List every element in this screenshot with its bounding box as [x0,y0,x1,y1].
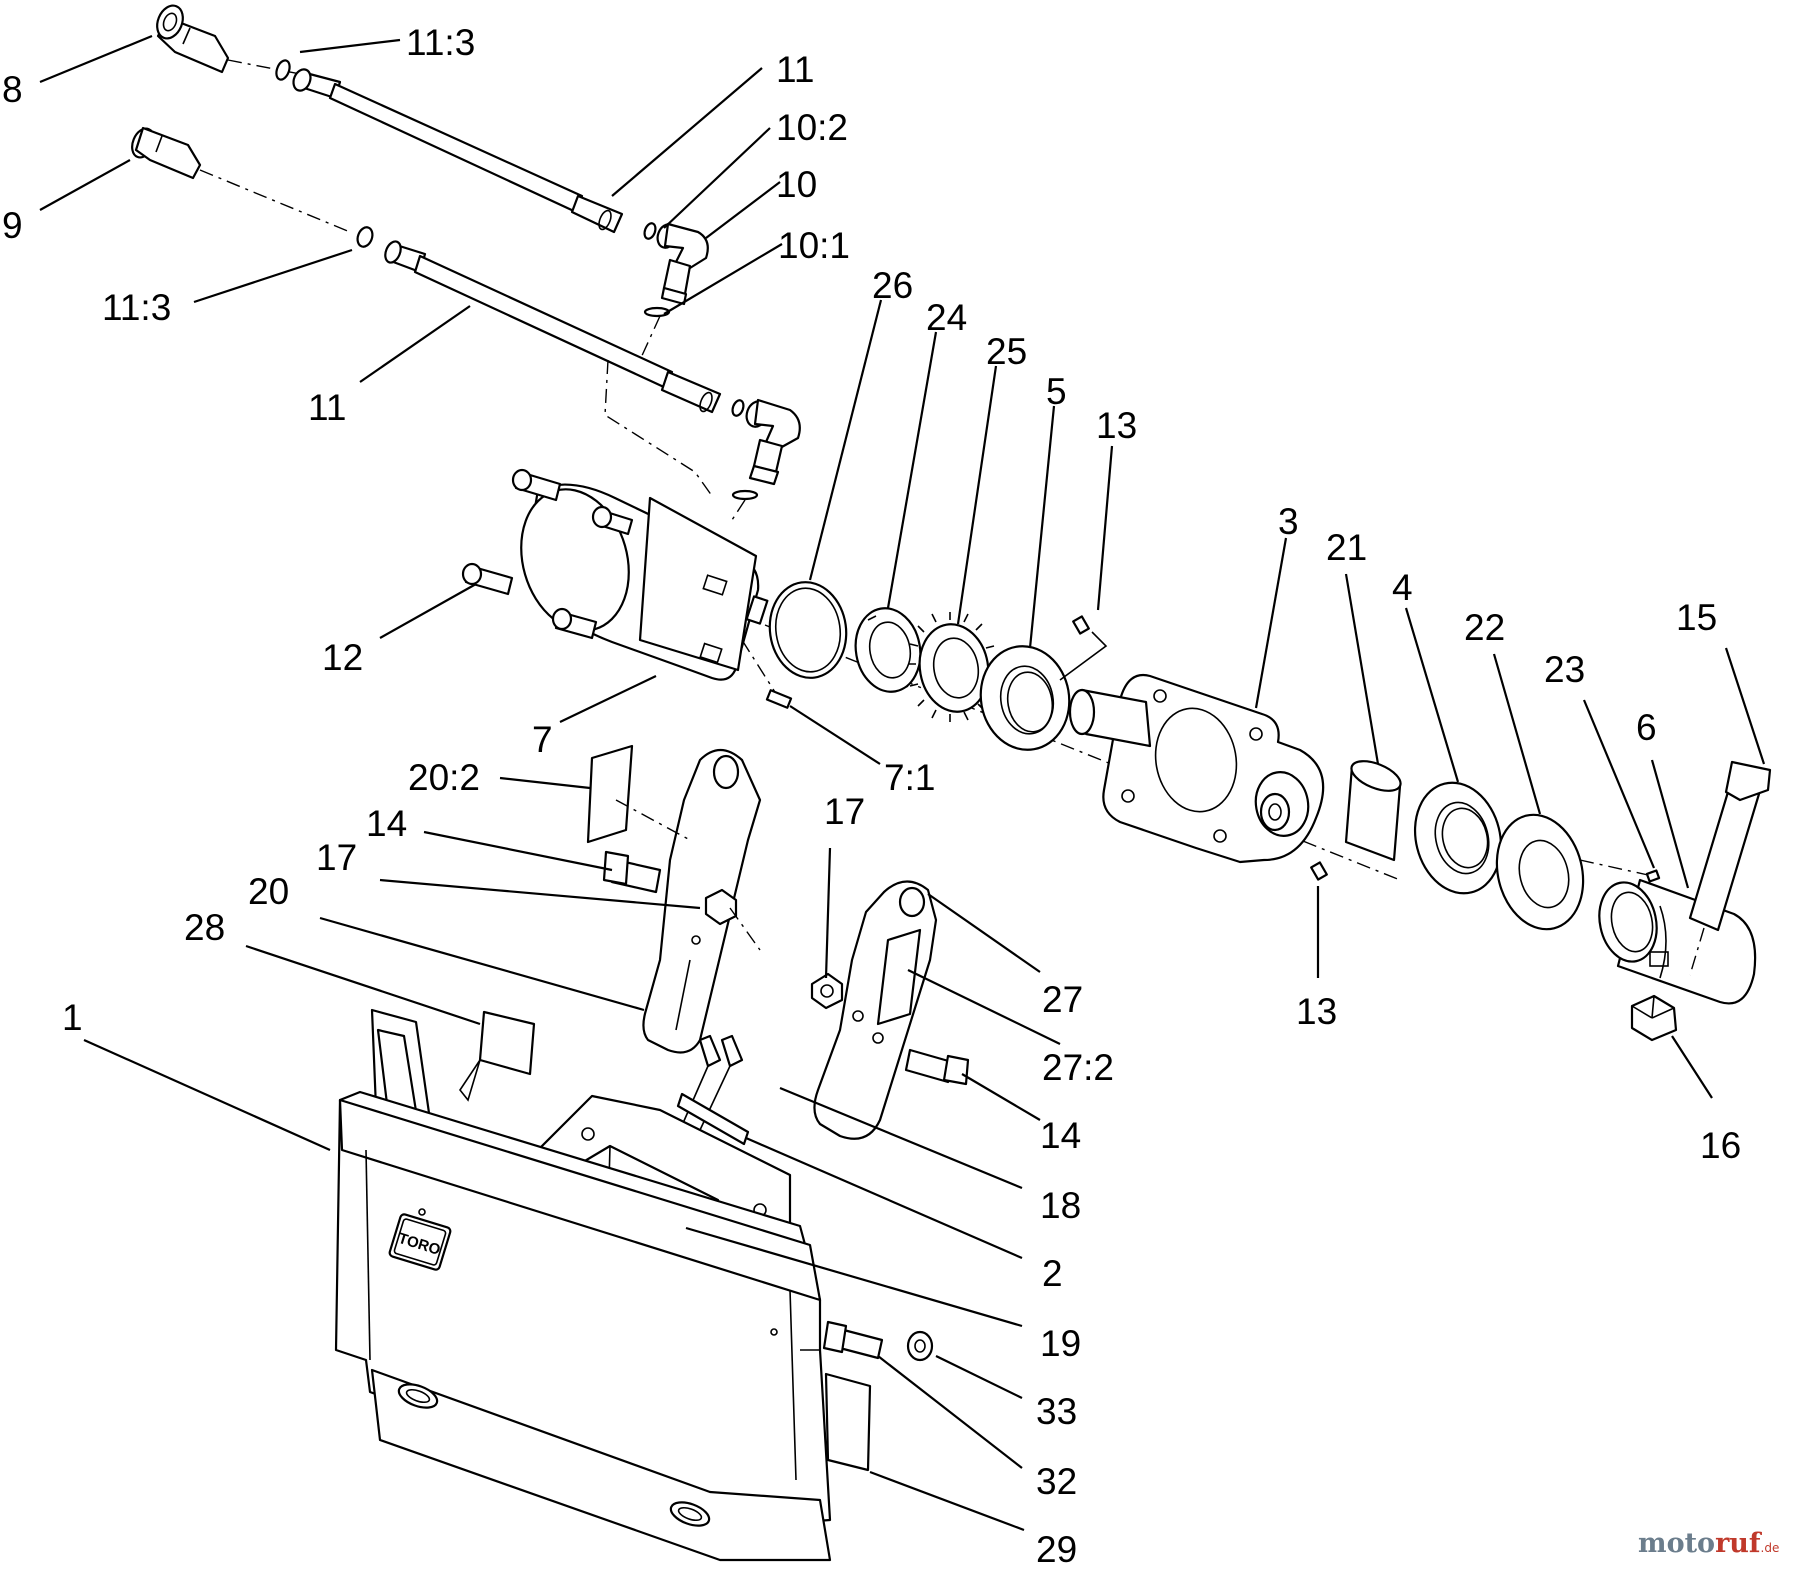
callout-2: 2 [1042,1253,1063,1294]
callout-18: 18 [1040,1185,1081,1226]
callout-32: 32 [1036,1461,1077,1502]
set-screw-13-lower [1310,861,1328,881]
callout-21: 21 [1326,527,1367,568]
callout-3: 3 [1278,501,1299,542]
callout-33: 33 [1036,1391,1077,1432]
set-screw-13-upper [1072,615,1090,635]
callout-14: 14 [366,803,407,844]
o-ring-lower [731,399,745,417]
housing-3 [1068,673,1325,864]
watermark-suffix: .de [1761,1541,1780,1555]
svg-text:motoruf.de: motoruf.de [1638,1528,1779,1559]
arm-20 [642,748,762,1054]
callout-11: 11 [776,49,814,90]
tube-11-upper [292,68,624,234]
callout-12: 12 [322,637,363,678]
callout-27: 27 [1042,979,1083,1020]
label-27-2 [876,928,922,1026]
bolt-32 [822,1320,884,1360]
callout-20-2: 20:2 [408,757,480,798]
callout-9: 9 [2,205,23,246]
callout-labels: 8 11:3 11 10:2 10 9 10:1 11:3 11 26 24 2… [2,22,1741,1570]
o-ring-11-3-upper [275,59,291,81]
arm-27 [813,880,938,1140]
hydraulic-motor-7 [461,468,769,681]
tube-11-lower [384,240,722,414]
bearing-4 [1413,781,1503,895]
key-7-1 [765,689,793,709]
callout-13: 13 [1096,405,1137,446]
callout-5: 5 [1046,371,1067,412]
callout-27-2: 27:2 [1042,1047,1114,1088]
callout-10: 10 [776,164,817,205]
o-ring-26 [768,581,848,679]
callout-11-3: 11:3 [102,287,171,328]
callout-22: 22 [1464,607,1505,648]
lock-washer-25 [908,612,996,722]
callout-19: 19 [1040,1323,1081,1364]
bolt-14-right [904,1048,970,1086]
nut-24 [854,607,922,693]
seal-5 [979,645,1071,751]
shim-22 [1495,813,1585,931]
callout-25: 25 [986,331,1027,372]
mounting-frame-1: TORO [334,1008,832,1562]
callout-29: 29 [1036,1529,1077,1570]
callout-10-2: 10:2 [776,107,848,148]
decal-29 [824,1372,872,1472]
washer-33 [906,1330,934,1362]
o-ring-11-3-lower [356,226,374,248]
fitting-9 [131,126,202,180]
callout-4: 4 [1392,567,1413,608]
callout-11: 11 [308,387,346,428]
label-20-2 [586,744,634,844]
plate-2 [676,1092,750,1146]
decal-28 [478,1010,536,1076]
spacer-21 [1344,760,1402,862]
callout-28: 28 [184,907,225,948]
fitting-8 [156,4,230,74]
callout-7-1: 7:1 [884,757,935,798]
callout-23: 23 [1544,649,1585,690]
callout-16: 16 [1700,1125,1741,1166]
callout-20: 20 [248,871,289,912]
callout-15: 15 [1676,597,1717,638]
callout-1: 1 [62,997,83,1038]
watermark-accent: ruf [1715,1528,1763,1559]
callout-8: 8 [2,69,23,110]
nut-17-right [810,972,844,1010]
callout-10-1: 10:1 [778,225,850,266]
callout-26: 26 [872,265,913,306]
watermark: motoruf.de [1638,1528,1779,1559]
nut-16 [1630,994,1678,1042]
callout-11-3: 11:3 [406,22,475,63]
cap-screws-12 [461,468,634,640]
callout-7: 7 [532,719,553,760]
callout-17: 17 [824,791,865,832]
watermark-main: moto [1638,1528,1715,1559]
bolt-14-left [602,850,662,894]
bolt-15 [1688,760,1772,976]
fitting-23 [1645,869,1661,883]
elbow-10 [656,222,709,306]
o-ring-10-2 [643,222,657,240]
callout-24: 24 [926,297,967,338]
callout-13: 13 [1296,991,1337,1032]
toro-decal: TORO [388,1213,452,1271]
callout-14: 14 [1040,1115,1081,1156]
shaft-components [764,581,1772,1042]
hub-6 [1598,878,1757,1005]
hydraulic-hose-assembly [131,4,801,521]
callout-6: 6 [1636,707,1657,748]
callout-17: 17 [316,837,357,878]
leader-lines [39,34,1766,1532]
elbow-lower [745,398,801,486]
